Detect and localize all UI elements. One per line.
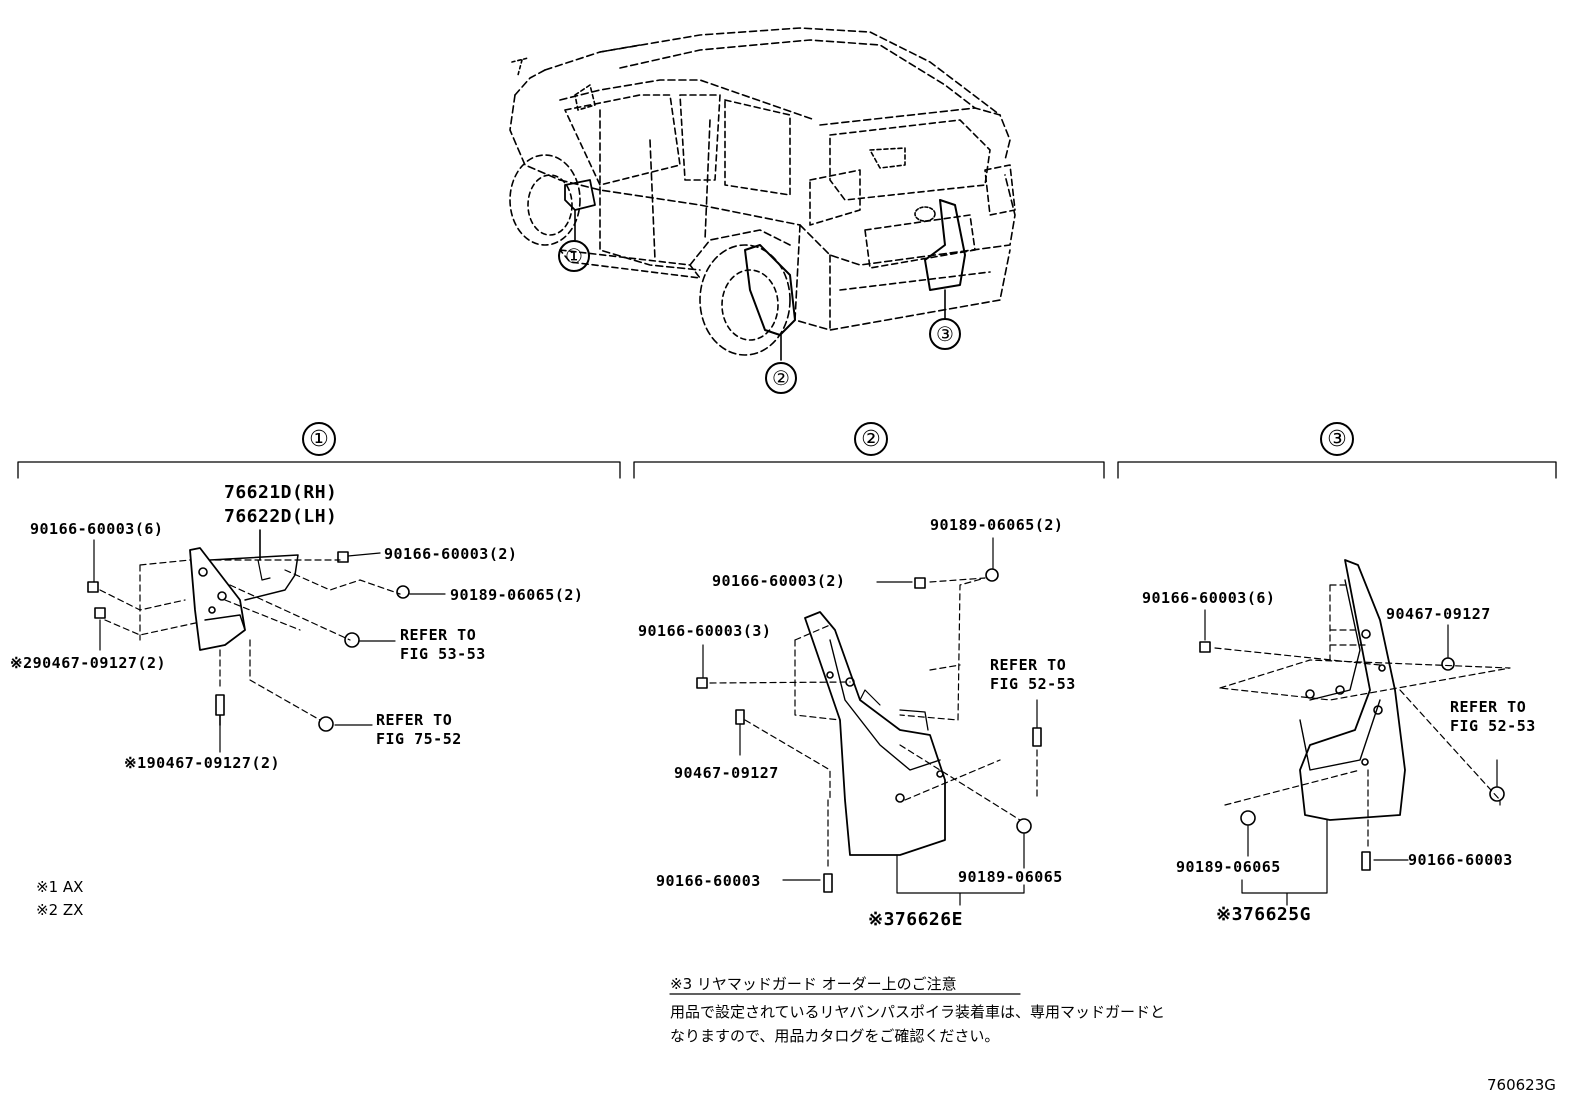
g2-screw-bottom-label[interactable]: 90166-60003 [656, 872, 761, 890]
section-3-marker: ③ [1320, 422, 1354, 456]
g1-nut-top-label[interactable]: 90189-06065(2) [450, 586, 584, 604]
g3-clip-label[interactable]: 90467-09127 [1386, 605, 1491, 623]
section-2-marker: ② [854, 422, 888, 456]
g1-screw-left-label[interactable]: 90166-60003(6) [30, 520, 164, 538]
callout-2: ② [765, 362, 797, 394]
section-1-marker: ① [302, 422, 336, 456]
part-76626E-label[interactable]: ※376626E [868, 909, 963, 930]
g2-nut-top-label[interactable]: 90189-06065(2) [930, 516, 1064, 534]
g2-clip-label[interactable]: 90467-09127 [674, 764, 779, 782]
g1-clip-x2-label[interactable]: ※290467-09127(2) [10, 654, 167, 672]
g3-screw-left-label[interactable]: 90166-60003(6) [1142, 589, 1276, 607]
g1-refer-a-line1: REFER TO [400, 626, 477, 644]
g1-clip-x1-label[interactable]: ※190467-09127(2) [124, 754, 281, 772]
part-76621D-label[interactable]: 76621D(RH) [224, 482, 338, 503]
g3-nut-bottom-label[interactable]: 90189-06065 [1176, 858, 1281, 876]
g1-refer-b-line1: REFER TO [376, 711, 453, 729]
g2-refer-line1: REFER TO [990, 656, 1067, 674]
part-76622D-label[interactable]: 76622D(LH) [224, 506, 338, 527]
callout-3: ③ [929, 318, 961, 350]
notice-line2: なりますので、用品カタログをご確認ください。 [670, 1027, 1000, 1045]
group3-artwork [1199, 559, 1511, 906]
vehicle-illustration [509, 27, 1016, 361]
callout-1: ① [558, 240, 590, 272]
g2-screw-top-label[interactable]: 90166-60003(2) [712, 572, 846, 590]
g1-refer-b-line2[interactable]: FIG 75-52 [376, 730, 462, 748]
notice-line1: 用品で設定されているリヤバンパスポイラ装着車は、専用マッドガードと [670, 1003, 1166, 1021]
legend-x2: ※2 ZX [36, 901, 84, 919]
g3-refer-line2[interactable]: FIG 52-53 [1450, 717, 1536, 735]
bracket-section-1 [17, 461, 621, 479]
g3-refer-line1: REFER TO [1450, 698, 1527, 716]
bracket-section-3 [1117, 461, 1557, 479]
figure-code: 760623G [1487, 1076, 1556, 1094]
g2-refer-line2[interactable]: FIG 52-53 [990, 675, 1076, 693]
g2-nut-bottom-label[interactable]: 90189-06065 [958, 868, 1063, 886]
g2-screw-left-label[interactable]: 90166-60003(3) [638, 622, 772, 640]
group2-artwork [696, 537, 1042, 906]
group1-artwork [87, 529, 446, 753]
bracket-section-2 [633, 461, 1105, 479]
legend-x1: ※1 AX [36, 878, 84, 896]
notice-title: ※3 リヤマッドガード オーダー上のご注意 [670, 975, 957, 993]
g1-screw-top-label[interactable]: 90166-60003(2) [384, 545, 518, 563]
g1-refer-a-line2[interactable]: FIG 53-53 [400, 645, 486, 663]
g3-screw-bottom-label[interactable]: 90166-60003 [1408, 851, 1513, 869]
part-76625G-label[interactable]: ※376625G [1216, 904, 1311, 925]
